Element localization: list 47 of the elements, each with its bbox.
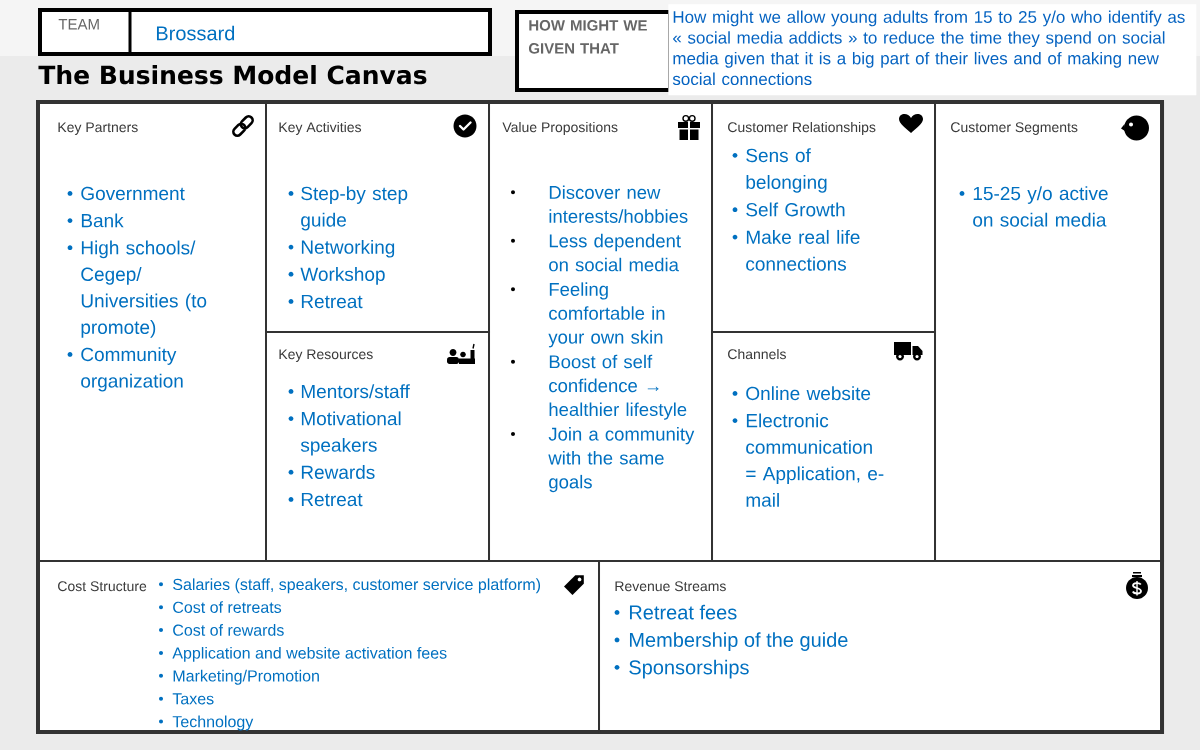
title: The Business Model Canvas: [38, 65, 427, 85]
list-item: High schools/ Cegep/ Universities (to promote): [81, 240, 207, 338]
list-item: Application and website activation fees: [172, 646, 447, 662]
cell-heading: Key Activities: [279, 121, 362, 135]
field-label: TEAM: [58, 19, 99, 30]
cell-heading: Cost Structure: [58, 581, 147, 592]
list-item: Sponsorships: [629, 659, 749, 679]
list-item: Self Growth: [746, 202, 845, 217]
list-item: Boost of self confidence → healthier lifestyle: [549, 354, 687, 420]
list-item: Technology: [172, 715, 254, 731]
list-item: Join a community with the same goals: [548, 427, 695, 493]
prompt-box: HOW MIGHT WE GIVEN THAT: [515, 10, 672, 92]
list-item: Taxes: [172, 693, 214, 705]
cell-heading: Key Partners: [58, 122, 138, 135]
list-item: Online website: [746, 386, 871, 401]
list-item: Cost of retreats: [173, 601, 282, 613]
list-item: Sens of belonging: [746, 148, 827, 193]
list-item: Networking: [301, 239, 395, 258]
list-item: Retreat fees: [630, 604, 737, 620]
list-item: 15-25 y/o active on social media: [973, 186, 1108, 227]
cell-heading: Key Resources: [279, 349, 373, 362]
list-item: Marketing/Promotion: [173, 669, 319, 685]
cell-heading: Channels: [728, 348, 786, 360]
list-item: Workshop: [300, 267, 385, 285]
list-item: Government: [81, 186, 185, 201]
list-item: Rewards: [301, 465, 375, 479]
list-item: Cost of rewards: [173, 624, 284, 636]
team-name: Brossard: [157, 25, 235, 41]
list-item: Make real life connections: [746, 229, 860, 271]
cell-heading: Customer Relationships: [728, 121, 876, 135]
list-item: Bank: [81, 213, 124, 228]
list-item: Electronic communication = Application, e-mail: [746, 413, 884, 507]
cell-heading: Customer Segments: [951, 122, 1078, 135]
list-item: Retreat: [301, 492, 363, 507]
list-item: Retreat: [301, 294, 363, 309]
list-item: Less dependent on social media: [549, 233, 681, 272]
list-item: Step-by step guide: [301, 186, 408, 231]
cell-heading: Revenue Streams: [615, 581, 726, 592]
list-item: Salaries (staff, speakers, customer service platform): [173, 578, 541, 594]
list-item: Mentors/staff: [301, 384, 410, 399]
cell-heading: Value Propositions: [502, 121, 618, 135]
list-item: Feeling comfortable in your own skin: [548, 282, 665, 348]
node-label: How might we allow young adults from 15 to 25 y/o who identify as « social media addicts » to reduce the time they spend on social media given that it is a big part of their lives and of making new social connections: [672, 10, 1185, 86]
list-item: Motivational speakers: [300, 411, 401, 456]
list-item: Community organization: [81, 347, 183, 392]
list-item: Discover new interests/hobbies: [549, 185, 688, 223]
list-item: Membership of the guide: [630, 632, 848, 651]
